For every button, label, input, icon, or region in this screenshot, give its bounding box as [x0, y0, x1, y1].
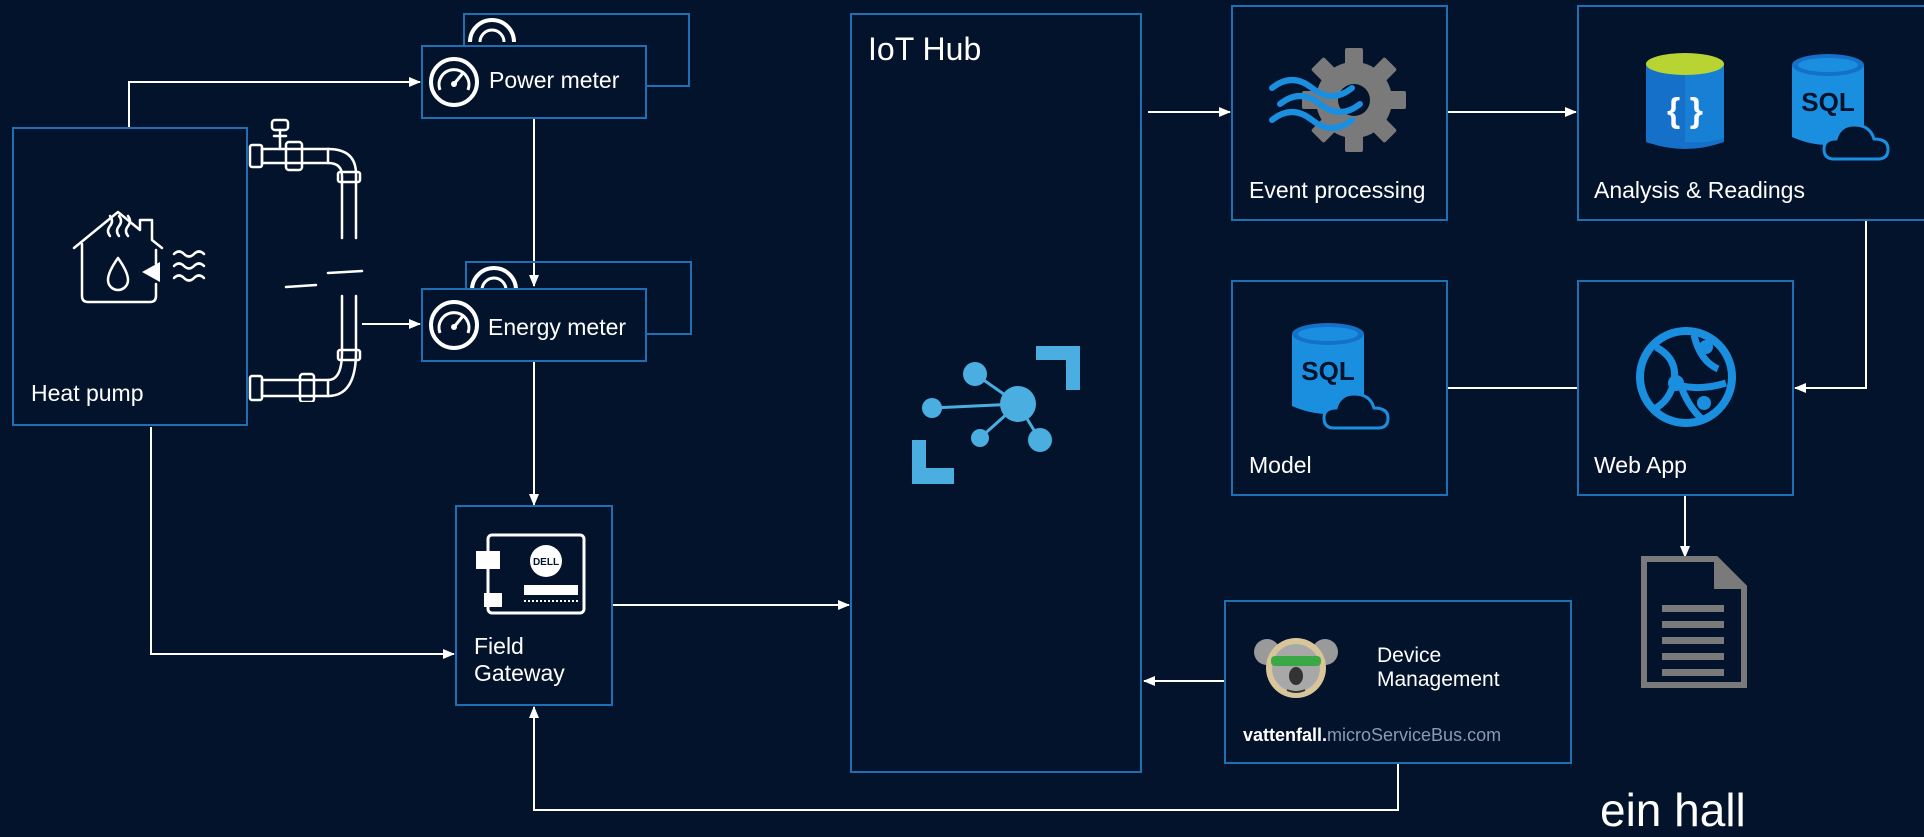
gauge-icon-back: [468, 18, 516, 42]
model-box[interactable]: [1231, 280, 1448, 496]
gauge-icon: [429, 57, 479, 107]
arrow-analysis-to-webapp: [1794, 220, 1867, 393]
microservicebus-link[interactable]: vattenfall.microServiceBus.com: [1243, 725, 1501, 746]
svg-text:SQL: SQL: [1801, 87, 1855, 117]
koala-mascot-icon: [1254, 638, 1338, 698]
stream-analytics-gear-icon: [1269, 48, 1406, 152]
event-processing-box[interactable]: [1231, 5, 1448, 221]
energy-meter-label: Energy meter: [488, 314, 627, 340]
arrow-heatpump-to-powermeter: [128, 77, 421, 127]
arrow-heatpump-to-gateway: [150, 427, 455, 659]
field-gateway-label-line2: Gateway: [474, 660, 565, 686]
web-app-label: Web App: [1594, 452, 1687, 478]
document-icon: [1641, 556, 1747, 688]
cosmos-db-icon: { }: [1646, 53, 1724, 149]
svg-text:{ }: { }: [1667, 92, 1703, 130]
analysis-readings-label: Analysis & Readings: [1594, 177, 1805, 203]
gauge-icon-back: [470, 266, 518, 290]
heat-pump-label: Heat pump: [31, 380, 144, 406]
iot-hub-network-icon: [912, 346, 1080, 484]
event-processing-label: Event processing: [1249, 177, 1426, 203]
energy-meter-box[interactable]: [421, 288, 647, 362]
sql-database-icon: SQL: [1292, 323, 1390, 430]
model-label: Model: [1249, 452, 1312, 478]
dell-gateway-device-icon: DELL: [476, 533, 586, 615]
microservicebus-domain: microServiceBus.com: [1327, 725, 1502, 745]
iot-hub-box[interactable]: [850, 13, 1142, 773]
power-meter-label: Power meter: [489, 67, 620, 93]
gauge-icon: [429, 300, 479, 350]
partial-bottom-text: ein hall: [1600, 784, 1746, 836]
field-gateway-label-line1: Field: [474, 633, 524, 659]
sql-database-icon: SQL: [1792, 54, 1890, 161]
field-gateway-label: Field Gateway: [474, 633, 565, 687]
arrow-devicemgmt-to-gateway: [529, 706, 1399, 811]
device-management-label-line2: Management: [1377, 668, 1500, 691]
device-management-label: Device Management: [1377, 644, 1500, 692]
iot-hub-title: IoT Hub: [868, 31, 982, 67]
water-pipe-icon: [248, 118, 364, 402]
connector-layer: [128, 77, 1867, 811]
field-gateway-box[interactable]: [455, 505, 613, 706]
architecture-diagram: Heat pump Powe: [12, 5, 1924, 836]
house-heating-icon: [72, 210, 206, 304]
device-management-label-line1: Device: [1377, 644, 1442, 667]
heat-pump-box[interactable]: [12, 127, 248, 426]
vattenfall-brand: vattenfall.: [1243, 725, 1328, 745]
web-app-globe-icon: [1636, 327, 1736, 427]
device-management-box[interactable]: [1224, 600, 1572, 764]
web-app-box[interactable]: [1577, 280, 1794, 496]
power-meter-box[interactable]: [421, 45, 647, 119]
svg-text:SQL: SQL: [1301, 356, 1355, 386]
analysis-readings-box[interactable]: [1577, 5, 1924, 221]
svg-text:DELL: DELL: [533, 557, 559, 568]
